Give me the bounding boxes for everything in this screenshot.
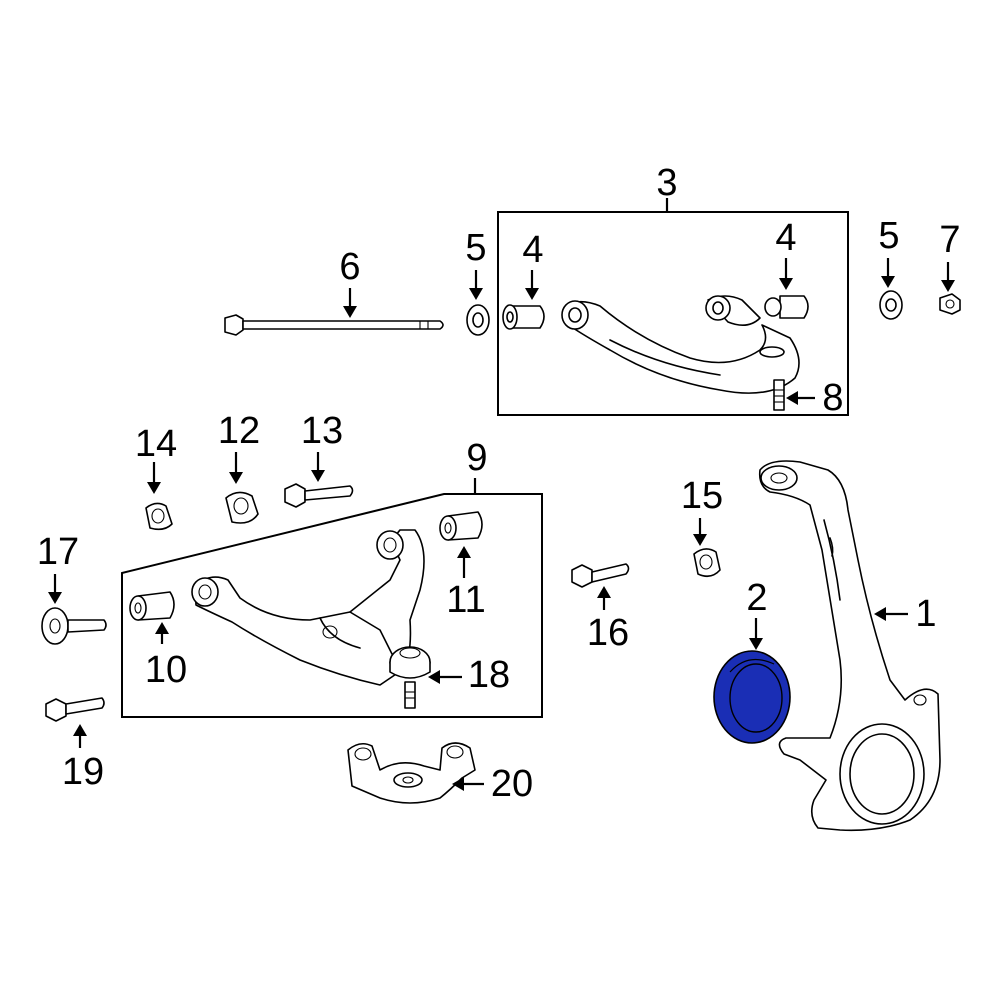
part-10-bushing[interactable] (129, 591, 175, 621)
part-14-nut[interactable] (145, 502, 173, 531)
part-20-bracket[interactable] (347, 742, 476, 804)
callout-7: 7 (939, 219, 960, 261)
callout-labels: 3 6 5 4 4 5 7 8 9 14 12 13 11 10 17 18 1… (37, 162, 961, 805)
part-15-nut[interactable] (693, 548, 721, 578)
part-8-stud[interactable] (773, 379, 785, 411)
callout-16: 16 (587, 612, 629, 654)
callout-2: 2 (746, 577, 767, 619)
part-16-bolt[interactable] (571, 563, 630, 588)
callout-12: 12 (218, 410, 260, 452)
callout-3: 3 (656, 162, 677, 204)
callout-13: 13 (301, 410, 343, 452)
callout-20: 20 (491, 763, 533, 805)
callout-19: 19 (62, 751, 104, 793)
callout-18: 18 (468, 654, 510, 696)
part-5-washer-right[interactable] (879, 290, 903, 320)
callout-11: 11 (446, 579, 485, 621)
part-4-bushing-right[interactable] (764, 295, 809, 319)
part-11-bushing[interactable] (439, 511, 483, 541)
callout-5-left: 5 (465, 227, 486, 269)
callout-6: 6 (339, 246, 360, 288)
part-3-upper-control-arm[interactable] (561, 295, 800, 394)
part-4-bushing-left[interactable] (502, 304, 545, 330)
callout-4-left: 4 (522, 229, 543, 271)
part-5-washer-left[interactable] (466, 304, 490, 336)
callout-8: 8 (822, 377, 843, 419)
part-12-cam-washer[interactable] (225, 491, 259, 524)
callout-10: 10 (145, 649, 187, 691)
callout-5-right: 5 (878, 215, 899, 257)
part-18-ball-joint[interactable] (389, 646, 431, 709)
part-19-bolt[interactable] (45, 697, 105, 722)
part-7-nut[interactable] (939, 293, 961, 315)
part-1-steering-knuckle[interactable] (758, 460, 941, 832)
callout-4-right: 4 (775, 217, 796, 259)
upper-arm-group-box (497, 211, 849, 416)
part-6-long-bolt[interactable] (224, 314, 444, 336)
callout-15: 15 (681, 475, 723, 517)
leader-lines (48, 198, 955, 791)
callout-9: 9 (466, 437, 487, 479)
part-17-cam-bolt[interactable] (41, 607, 107, 645)
lower-arm-group-box (121, 493, 543, 718)
part-9-lower-control-arm[interactable] (191, 529, 425, 686)
part-13-bolt[interactable] (284, 483, 354, 508)
callout-1: 1 (915, 593, 936, 635)
callout-14: 14 (135, 423, 177, 465)
callout-17: 17 (37, 531, 79, 573)
part-2-seal[interactable] (713, 650, 791, 744)
